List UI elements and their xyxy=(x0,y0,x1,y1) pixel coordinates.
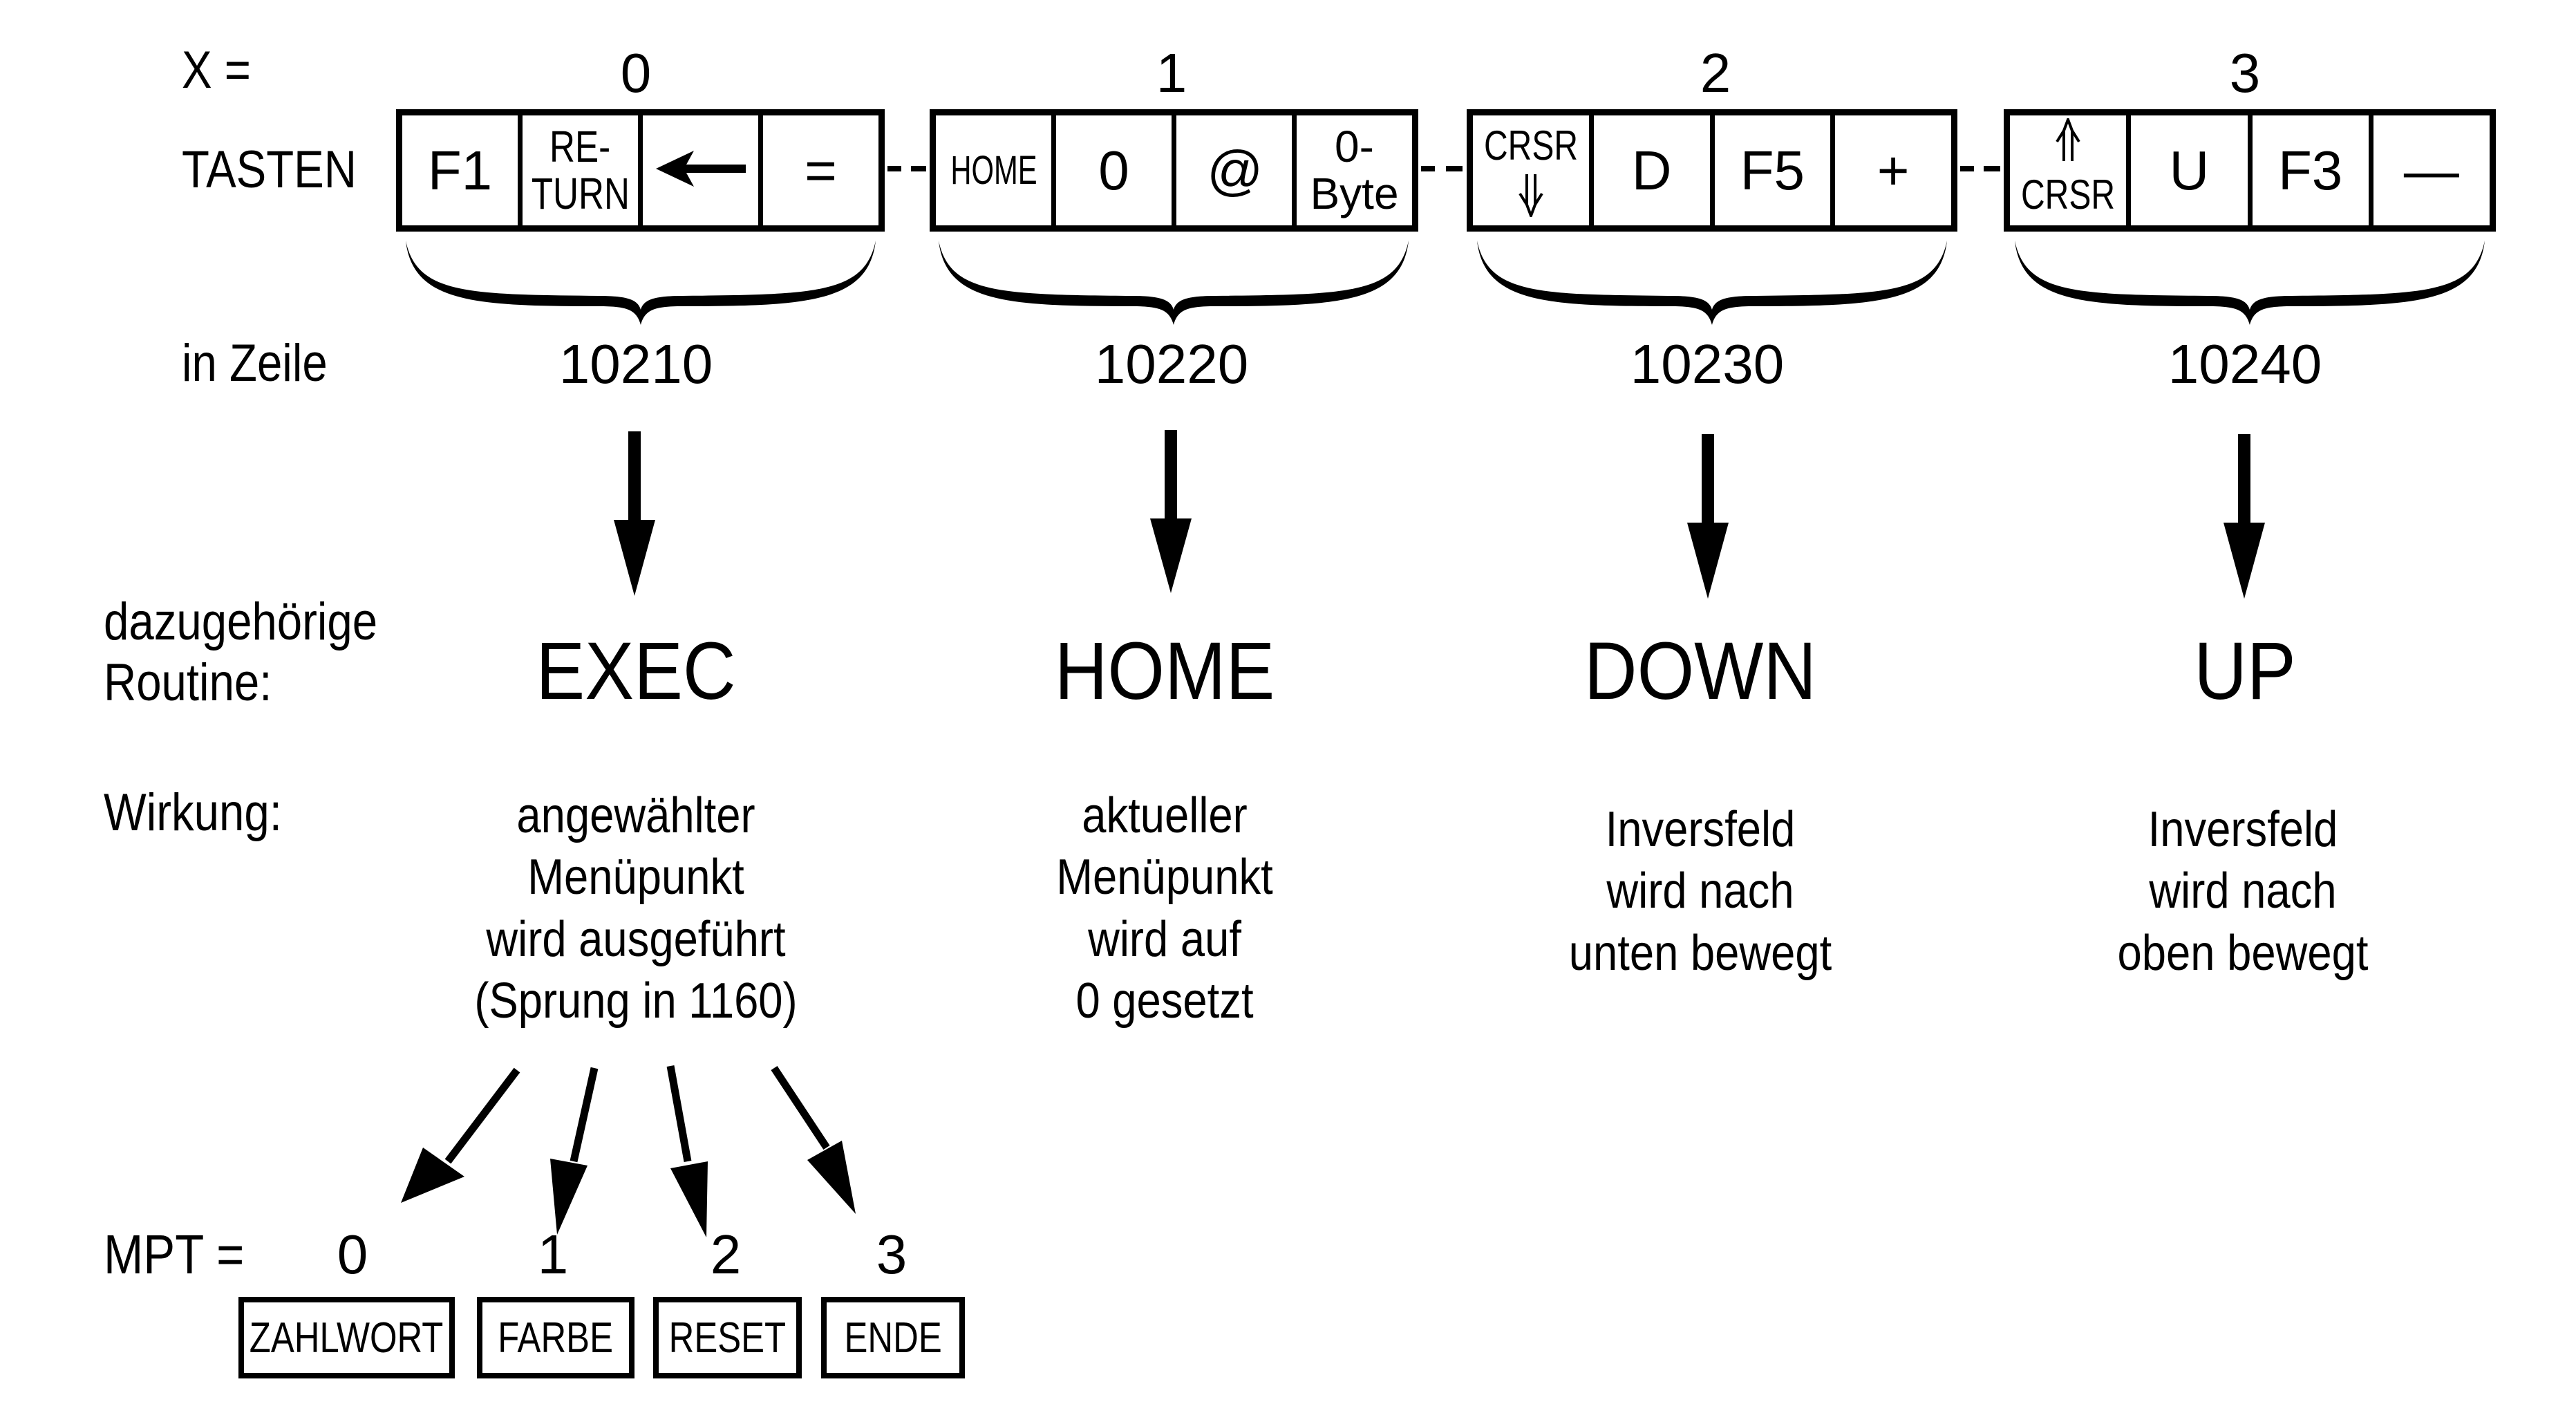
mpt-value-2: 2 xyxy=(710,1224,742,1285)
key-group-1: HOME 0 @ 0- Byte xyxy=(930,109,1418,232)
brace-group-1 xyxy=(939,241,1409,325)
routine-label-line1: dazugehörige xyxy=(104,592,378,651)
left-arrow-icon xyxy=(655,143,746,198)
key-group-0: F1 RE- TURN = xyxy=(396,109,885,232)
key-group-2: CRSR D F5 + xyxy=(1467,109,1957,232)
connector-dash xyxy=(1446,166,1463,171)
menu-box-zahlwort: ZAHLWORT xyxy=(238,1297,455,1378)
down-arrow-2 xyxy=(1687,434,1729,599)
line-number-0: 10210 xyxy=(558,333,713,395)
mpt-arrow-3 xyxy=(771,1065,856,1214)
line-number-1: 10220 xyxy=(1094,333,1249,395)
key-group-3: CRSR U F3 — xyxy=(2004,109,2496,232)
mpt-arrow-1 xyxy=(550,1067,599,1235)
connector-dash xyxy=(1984,166,2000,171)
key-f1: F1 xyxy=(402,115,523,225)
key-d: D xyxy=(1594,115,1715,225)
key-f5: F5 xyxy=(1715,115,1836,225)
menu-box-ende: ENDE xyxy=(821,1297,965,1378)
mpt-arrow-0 xyxy=(401,1067,520,1203)
key-return: RE- TURN xyxy=(523,115,643,225)
mpt-arrow-2 xyxy=(666,1065,708,1237)
x-value-0: 0 xyxy=(620,42,652,104)
key-zero: 0 xyxy=(1056,115,1176,225)
line-number-2: 10230 xyxy=(1630,333,1785,395)
down-arrow-1 xyxy=(1150,430,1192,593)
x-value-1: 1 xyxy=(1156,42,1187,104)
key-f3: F3 xyxy=(2253,115,2373,225)
key-plus: + xyxy=(1877,139,1910,201)
routine-home: HOME xyxy=(1054,626,1275,717)
mpt-value-3: 3 xyxy=(876,1224,908,1285)
connector-dash xyxy=(1960,166,1974,171)
line-label: in Zeile xyxy=(182,334,328,393)
mpt-value-1: 1 xyxy=(537,1224,569,1285)
key-home: HOME xyxy=(936,115,1056,225)
x-label: X = xyxy=(182,41,251,100)
routine-down: DOWN xyxy=(1583,626,1817,717)
brace-group-3 xyxy=(2015,241,2485,325)
brace-group-0 xyxy=(406,241,876,325)
key-cursor-up: CRSR xyxy=(2010,115,2132,225)
line-number-3: 10240 xyxy=(2168,333,2322,395)
key-at: @ xyxy=(1176,115,1297,225)
connector-dash xyxy=(1421,166,1435,171)
key-left-arrow xyxy=(643,115,763,225)
key-cursor-down: CRSR xyxy=(1473,115,1594,225)
routine-up: UP xyxy=(2194,626,2296,717)
key-minus: — xyxy=(2403,139,2459,201)
x-value-2: 2 xyxy=(1700,42,1731,104)
menu-box-farbe: FARBE xyxy=(477,1297,634,1378)
routine-exec: EXEC xyxy=(536,626,736,717)
effect-label: Wirkung: xyxy=(104,783,282,842)
connector-dash xyxy=(911,166,926,171)
down-arrow-0 xyxy=(614,431,655,596)
down-arrow-3 xyxy=(2224,434,2265,599)
cursor-up-icon xyxy=(2054,115,2082,170)
key-equals: = xyxy=(805,139,837,201)
brace-group-2 xyxy=(1477,241,1947,325)
menu-box-reset: RESET xyxy=(653,1297,802,1378)
key-u: U xyxy=(2131,115,2253,225)
connector-dash xyxy=(887,166,901,171)
cursor-down-icon xyxy=(1517,171,1545,225)
routine-label-line2: Routine: xyxy=(104,653,272,712)
keys-label: TASTEN xyxy=(182,140,357,199)
mpt-value-0: 0 xyxy=(337,1224,368,1285)
mpt-label: MPT = xyxy=(104,1224,245,1285)
x-value-3: 3 xyxy=(2229,42,2261,104)
key-zero-byte: 0- Byte xyxy=(1310,122,1399,218)
